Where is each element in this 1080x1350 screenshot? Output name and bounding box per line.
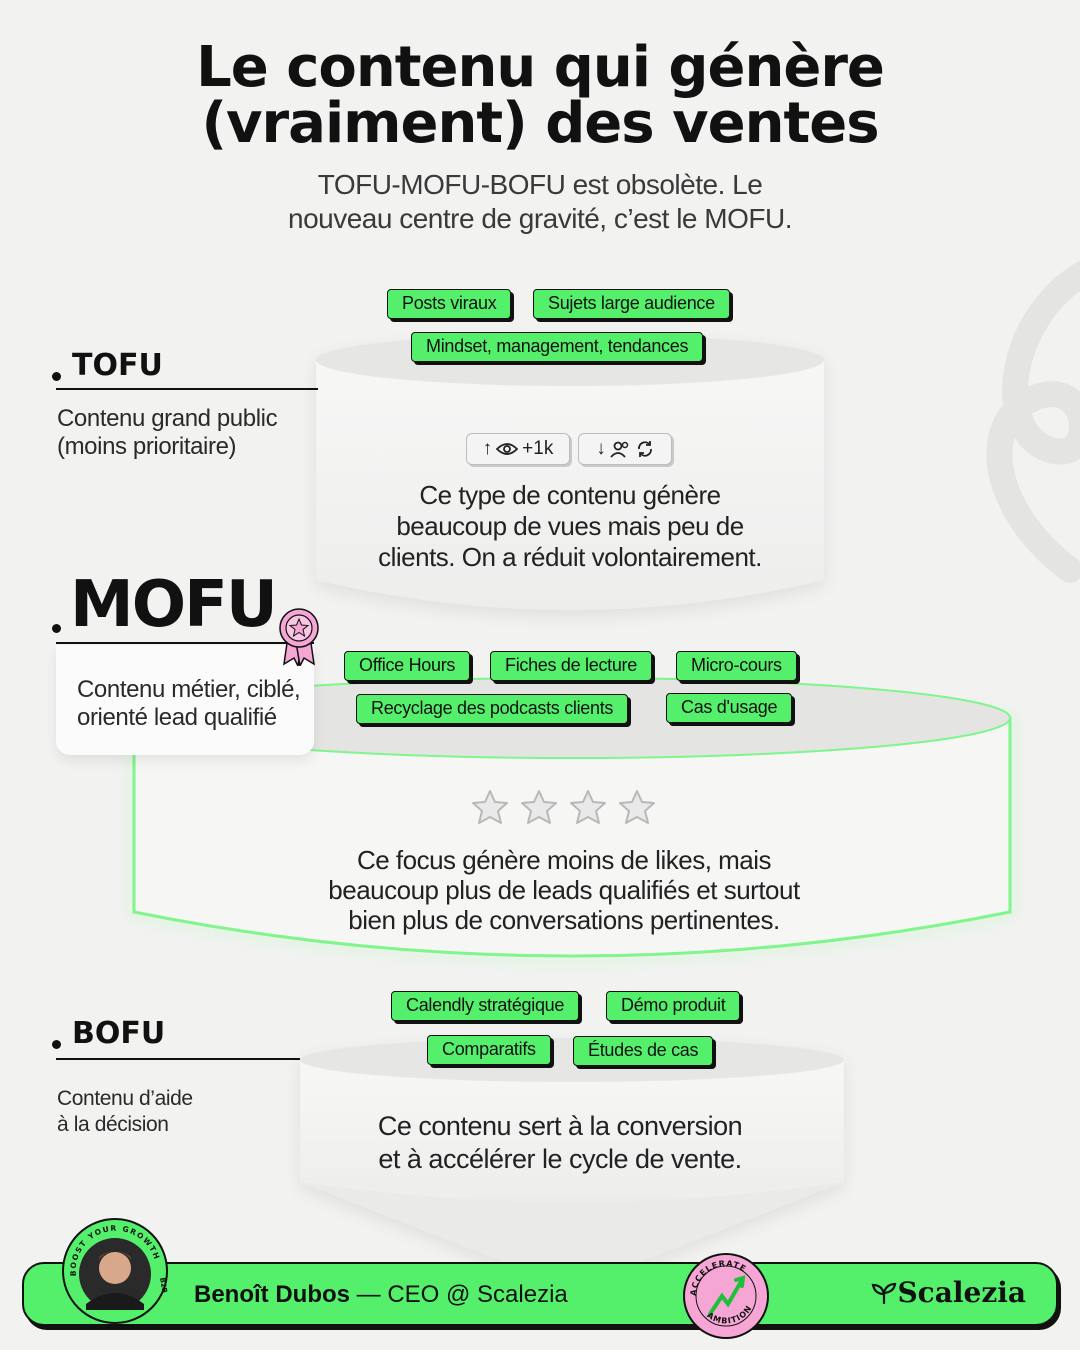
author-name: Benoît Dubos [194,1281,350,1308]
bofu-desc-line-2: à la décision [57,1113,169,1136]
arrow-down-icon: ↓ [596,438,606,459]
author-line: Benoît Dubos — CEO @ Scalezia [194,1281,568,1309]
bofu-label: BOFU [72,1016,166,1051]
tofu-desc-line-2: (moins prioritaire) [57,433,237,460]
tag-demo-produit: Démo produit [606,991,741,1021]
tag-micro-cours: Micro-cours [676,651,797,681]
mofu-desc-line-2: orienté lead qualifié [77,704,277,731]
mofu-desc-line-1: Contenu métier, ciblé, [77,676,301,703]
mofu-body-line-2: beaucoup plus de leads qualifiés et surt… [328,875,800,905]
arrow-up-icon: ↑ [482,438,493,459]
clients-down-indicator: ↓ [578,433,672,465]
brand-logo: Scalezia [871,1276,1026,1309]
tofu-body-line-2: beaucoup de vues mais peu de [396,511,744,541]
avatar-ring-b2b: B2B [158,1277,169,1294]
users-icon [610,441,628,458]
tag-posts-viraux: Posts viraux [387,289,512,319]
brand-name: Scalezia [897,1276,1026,1309]
mofu-description-card [56,645,314,755]
bofu-body-line-2: et à accélérer le cycle de vente. [378,1144,742,1174]
bofu-desc-line-1: Contenu d’aide [57,1087,193,1110]
tofu-desc-line-1: Contenu grand public [57,405,278,432]
views-count: +1k [522,438,554,459]
star-icon [619,790,655,824]
star-icon [472,790,508,824]
mofu-body-line-3: bien plus de conversations pertinentes. [348,905,780,935]
mofu-body-text: Ce focus génère moins de likes, mais bea… [300,845,828,935]
page-subtitle: TOFU-MOFU-BOFU est obsolète. Le nouveau … [200,168,880,236]
bofu-marker-dot [52,1040,61,1049]
title-line-2: (vraiment) des ventes [201,91,879,156]
sprout-icon [872,1282,897,1305]
subtitle-line-2: nouveau centre de gravité, c’est le MOFU… [288,203,792,234]
award-ribbon-icon [279,608,319,666]
tag-sujets-large-audience: Sujets large audience [533,289,730,319]
views-up-indicator: ↑ +1k [466,433,570,465]
mofu-description: Contenu métier, ciblé, orienté lead qual… [77,676,301,732]
mofu-marker-dot [52,624,61,633]
tag-fiches-de-lecture: Fiches de lecture [490,651,652,681]
bofu-description: Contenu d’aide à la décision [57,1086,193,1138]
tag-comparatifs: Comparatifs [427,1035,551,1065]
tofu-body-line-3: clients. On a réduit volontairement. [378,542,762,572]
mofu-marker-line [56,642,314,644]
bofu-body-line-1: Ce contenu sert à la conversion [377,1111,743,1141]
tofu-marker-dot [52,372,61,381]
bofu-marker-line [56,1058,300,1060]
tofu-body-line-1: Ce type de contenu génère [419,480,721,510]
decorative-swirl [986,260,1080,583]
subtitle-line-1: TOFU-MOFU-BOFU est obsolète. Le [317,169,763,200]
tag-mindset: Mindset, management, tendances [411,332,704,362]
bofu-body-text: Ce contenu sert à la conversion et à acc… [330,1110,790,1176]
tag-recyclage-podcasts: Recyclage des podcasts clients [356,694,629,724]
tag-cas-usage: Cas d'usage [666,693,793,723]
rating-stars [470,788,670,830]
tofu-label: TOFU [72,348,163,383]
eye-icon [496,443,519,455]
footer-bar: Benoît Dubos — CEO @ Scalezia Scalezia [22,1262,1058,1326]
mofu-label: MOFU [70,568,278,642]
accelerate-ambition-badge: ACCELERATE AMBITION [683,1253,769,1339]
author-role: — CEO @ Scalezia [350,1281,568,1308]
tofu-marker-line [56,388,318,390]
refresh-icon [637,441,652,457]
avatar: BOOST YOUR GROWTH B2B [62,1218,169,1324]
mofu-body-line-1: Ce focus génère moins de likes, mais [356,845,772,875]
star-icon [521,790,557,824]
star-icon [570,790,606,824]
tofu-description: Contenu grand public (moins prioritaire) [57,405,278,461]
title-line-1: Le contenu qui génère [196,35,885,100]
tag-etudes-de-cas: Études de cas [573,1036,714,1066]
tofu-body-text: Ce type de contenu génère beaucoup de vu… [336,480,804,573]
tag-office-hours: Office Hours [344,651,471,681]
page-title: Le contenu qui génère (vraiment) des ven… [0,40,1080,152]
tag-calendly: Calendly stratégique [391,991,580,1021]
